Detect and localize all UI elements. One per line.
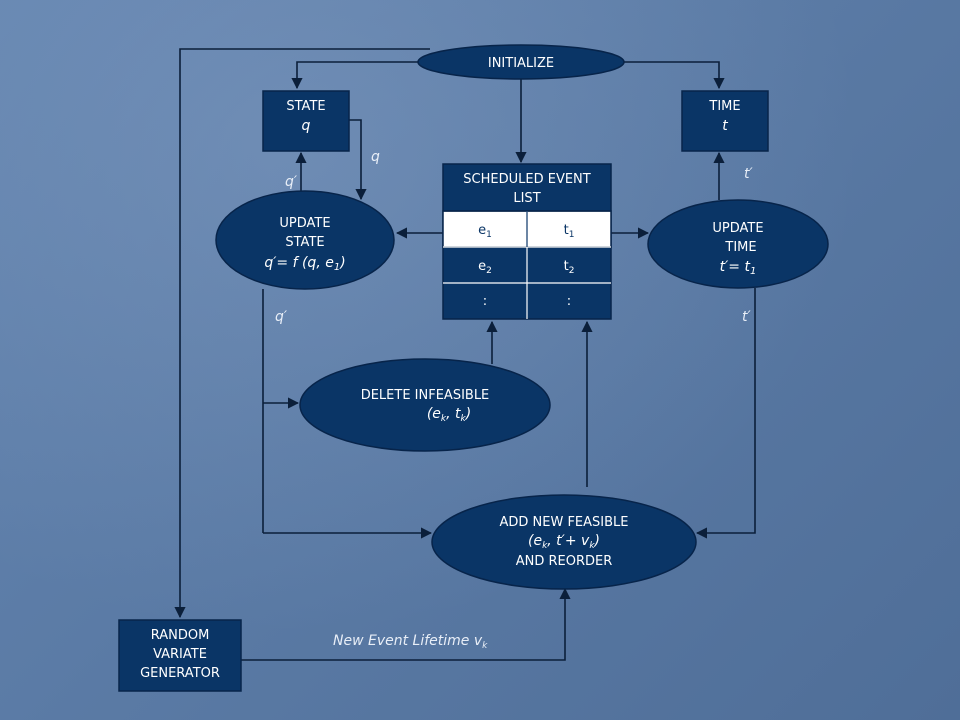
update-time-line2: TIME	[724, 240, 756, 255]
state-label: STATE	[286, 99, 325, 114]
event-row-3-t: :	[567, 294, 571, 309]
initialize-node[interactable]: INITIALIZE	[417, 44, 625, 80]
delete-infeasible-node[interactable]: DELETE INFEASIBLE (ek, tk)	[299, 358, 551, 452]
edge-init-to-random	[174, 48, 430, 619]
delete-infeasible-line1: DELETE INFEASIBLE	[361, 388, 490, 403]
time-var: t	[722, 118, 728, 134]
update-state-node[interactable]: UPDATE STATE q′= f (q, e1)	[215, 190, 395, 290]
add-new-line1: ADD NEW FEASIBLE	[499, 515, 628, 530]
edge-state-to-update	[349, 119, 367, 201]
edge-init-to-state	[291, 61, 420, 90]
update-state-formula: q′= f (q, e1)	[264, 255, 345, 273]
update-time-node[interactable]: UPDATE TIME t′= t1	[647, 199, 829, 289]
event-list-table[interactable]: SCHEDULED EVENT LIST e1 t1 e2 t2 : :	[442, 163, 612, 320]
edge-label-t-prime-up: t′	[744, 166, 753, 182]
update-state-line2: STATE	[285, 235, 324, 250]
edge-label-q: q	[371, 149, 380, 165]
random-variate-generator-box[interactable]: RANDOM VARIATE GENERATOR	[118, 619, 242, 692]
edge-label-lifetime: New Event Lifetime vk	[333, 633, 488, 651]
edge-init-to-time	[622, 61, 725, 90]
state-var: q	[302, 118, 311, 134]
event-row-3-e: :	[483, 294, 487, 309]
delete-infeasible-formula: (ek, tk)	[427, 406, 471, 424]
edge-updatetime-down	[695, 288, 756, 539]
edge-label-q-prime-up: q′	[285, 174, 298, 190]
edge-label-q-prime-down: q′	[275, 309, 288, 325]
random-line1: RANDOM	[151, 628, 210, 643]
state-box[interactable]: STATE q	[262, 90, 350, 152]
time-label: TIME	[708, 99, 740, 114]
event-row-2-t: t2	[564, 259, 575, 276]
edges	[174, 48, 756, 661]
event-row-1-e: e1	[478, 223, 492, 240]
add-new-line3: AND REORDER	[516, 554, 613, 569]
edge-random-to-addnew	[241, 587, 571, 661]
event-row-1-t: t1	[564, 223, 575, 240]
event-list-title-line2: LIST	[513, 191, 540, 206]
random-line2: VARIATE	[153, 647, 207, 662]
add-new-feasible-node[interactable]: ADD NEW FEASIBLE (ek, t′+ vk) AND REORDE…	[431, 494, 697, 590]
add-new-formula: (ek, t′+ vk)	[528, 533, 600, 551]
update-state-line1: UPDATE	[279, 216, 330, 231]
initialize-label: INITIALIZE	[488, 56, 554, 71]
edge-label-t-prime-down: t′	[742, 309, 751, 325]
update-time-line1: UPDATE	[712, 221, 763, 236]
event-row-2-e: e2	[478, 259, 492, 276]
event-list-title-line1: SCHEDULED EVENT	[463, 172, 590, 187]
random-line3: GENERATOR	[140, 666, 220, 681]
update-time-formula: t′= t1	[720, 259, 757, 277]
time-box[interactable]: TIME t	[681, 90, 769, 152]
